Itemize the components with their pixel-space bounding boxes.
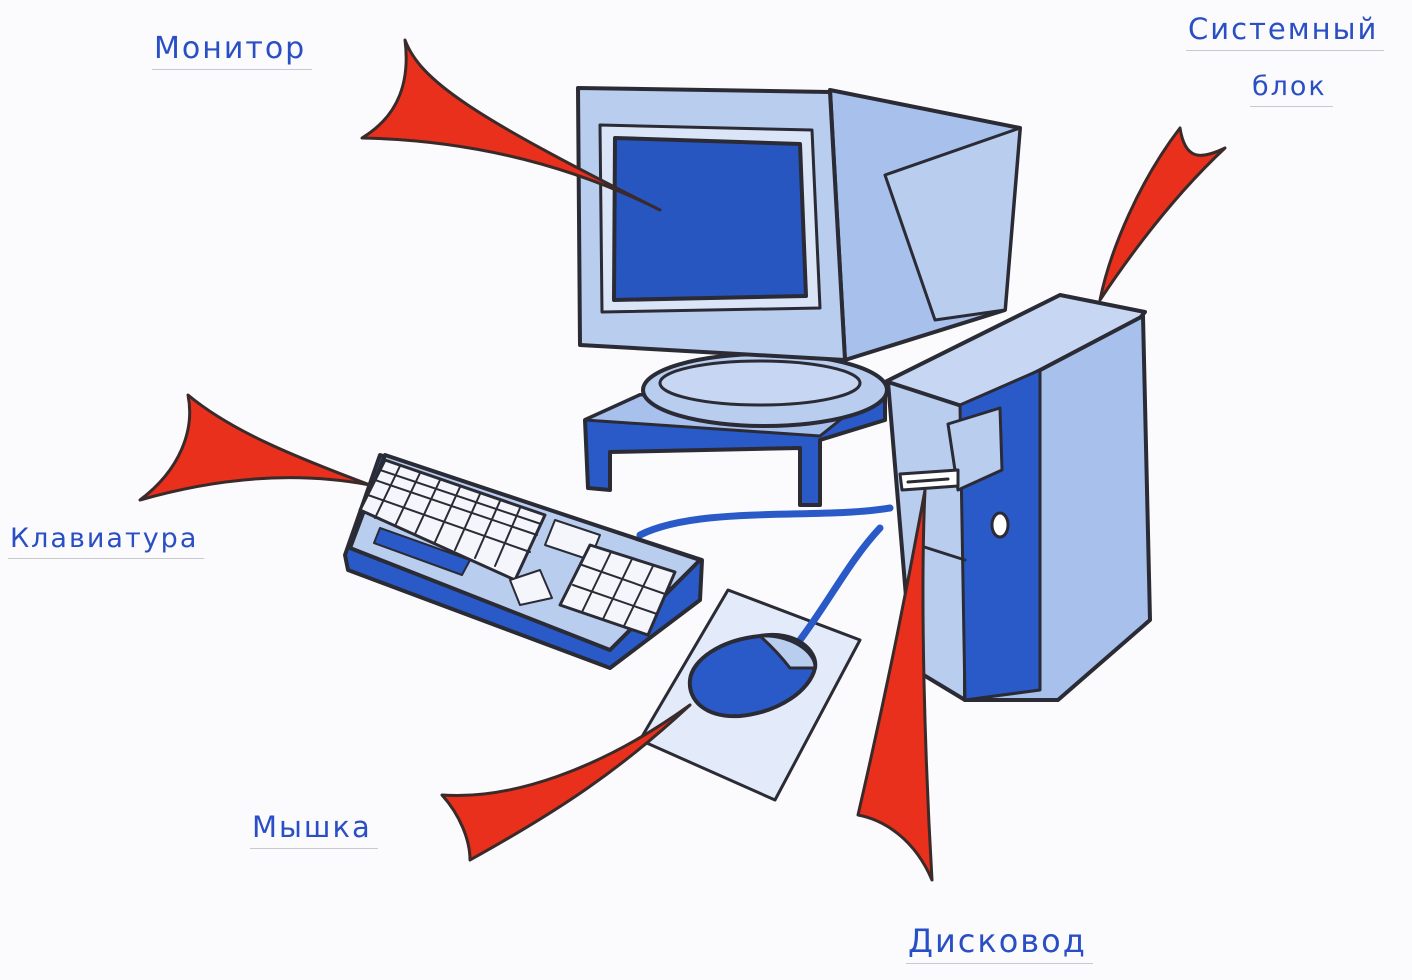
arrow-to-keyboard bbox=[138, 393, 372, 502]
arrow-to-mouse bbox=[440, 703, 692, 862]
arrows bbox=[138, 38, 1227, 882]
mouse bbox=[687, 632, 818, 719]
label-drive: Дисковод bbox=[906, 923, 1093, 965]
cables bbox=[636, 504, 894, 644]
monitor-stand bbox=[583, 352, 889, 507]
label-monitor: Монитор bbox=[152, 32, 313, 70]
arrow-to-drive bbox=[856, 488, 934, 882]
monitor bbox=[576, 86, 1022, 362]
arrow-to-monitor bbox=[360, 38, 662, 212]
label-system-unit-line2: блок bbox=[1250, 72, 1333, 107]
keyboard bbox=[343, 453, 704, 670]
label-system-unit-line1: Системный bbox=[1186, 13, 1385, 51]
label-keyboard: Клавиатура bbox=[8, 524, 205, 559]
label-mouse: Мышка bbox=[250, 811, 378, 849]
arrow-to-system-unit bbox=[1098, 126, 1227, 302]
system-unit bbox=[883, 293, 1152, 702]
